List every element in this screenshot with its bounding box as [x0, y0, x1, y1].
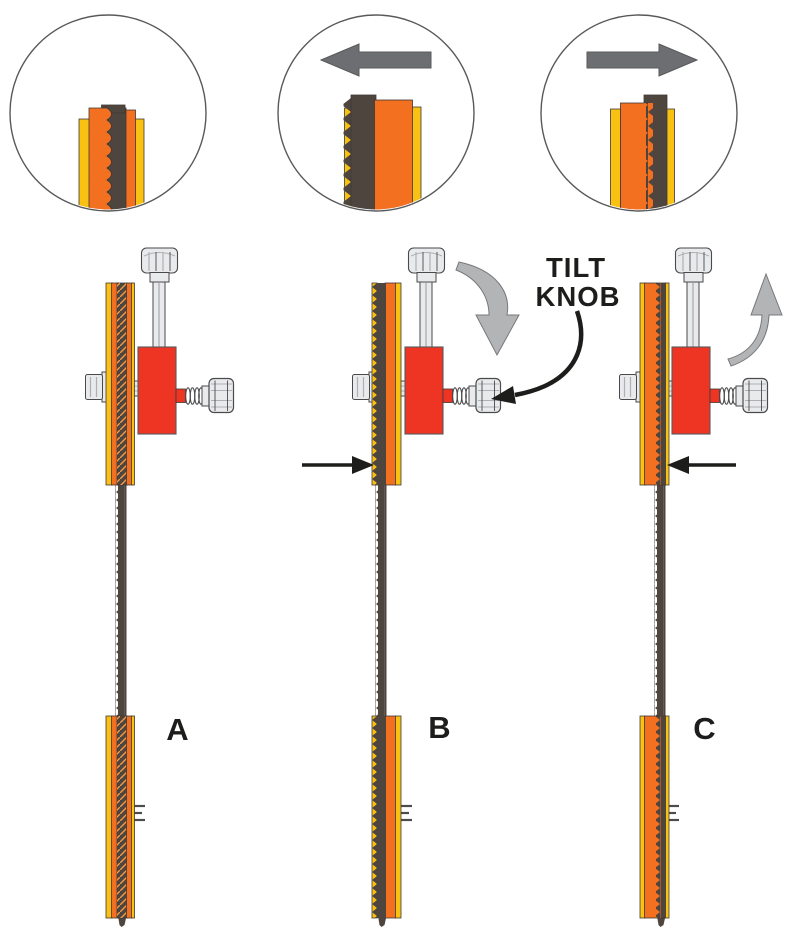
panel-label-b: B [428, 710, 451, 745]
inset-b-blade-teeth [343, 98, 353, 210]
panel-label-c: C [693, 711, 716, 746]
inset-c-circle-outline [540, 14, 738, 212]
rotate-down-arrow-icon [455, 261, 520, 357]
panel-label-a: A [166, 712, 189, 747]
inset-c-guide-teeth [644, 103, 653, 210]
inset-circle-b [277, 14, 475, 212]
lower-blade-guide-b [371, 715, 402, 919]
upper-blade-guide-b [371, 282, 402, 486]
inset-b-guide-block [374, 99, 413, 210]
saw-blade-a [115, 479, 127, 721]
inset-b-blade [350, 94, 377, 210]
lower-blade-guide-a [105, 715, 135, 919]
tilt-knob-label-line2: KNOB [536, 281, 621, 312]
blade-shift-right-arrow-icon [586, 43, 699, 77]
blade-shift-left-arrow-icon [319, 43, 432, 77]
blade-position-arrow-c-icon [667, 456, 736, 474]
tilt-knob-label-line1: TILT [546, 252, 606, 283]
inset-b-circle-outline [277, 14, 475, 212]
rotate-up-arrow-icon [727, 272, 783, 367]
blade-position-arrow-b-icon [302, 456, 374, 474]
inset-c-yellow-left [610, 108, 621, 210]
upper-blade-guide-a [105, 282, 135, 486]
inset-a-guide-left-serrated [88, 107, 112, 210]
saw-blade-c [654, 479, 666, 721]
saw-blade-b [375, 479, 387, 721]
lower-blade-guide-c [639, 715, 670, 919]
inset-a-circle-outline [9, 14, 207, 212]
inset-circle-a [9, 14, 207, 212]
inset-circle-c [540, 14, 738, 212]
upper-blade-guide-c [639, 282, 670, 486]
tilt-knob-pointer-arrow-icon [491, 310, 584, 404]
inset-c-guide-block [620, 102, 647, 210]
